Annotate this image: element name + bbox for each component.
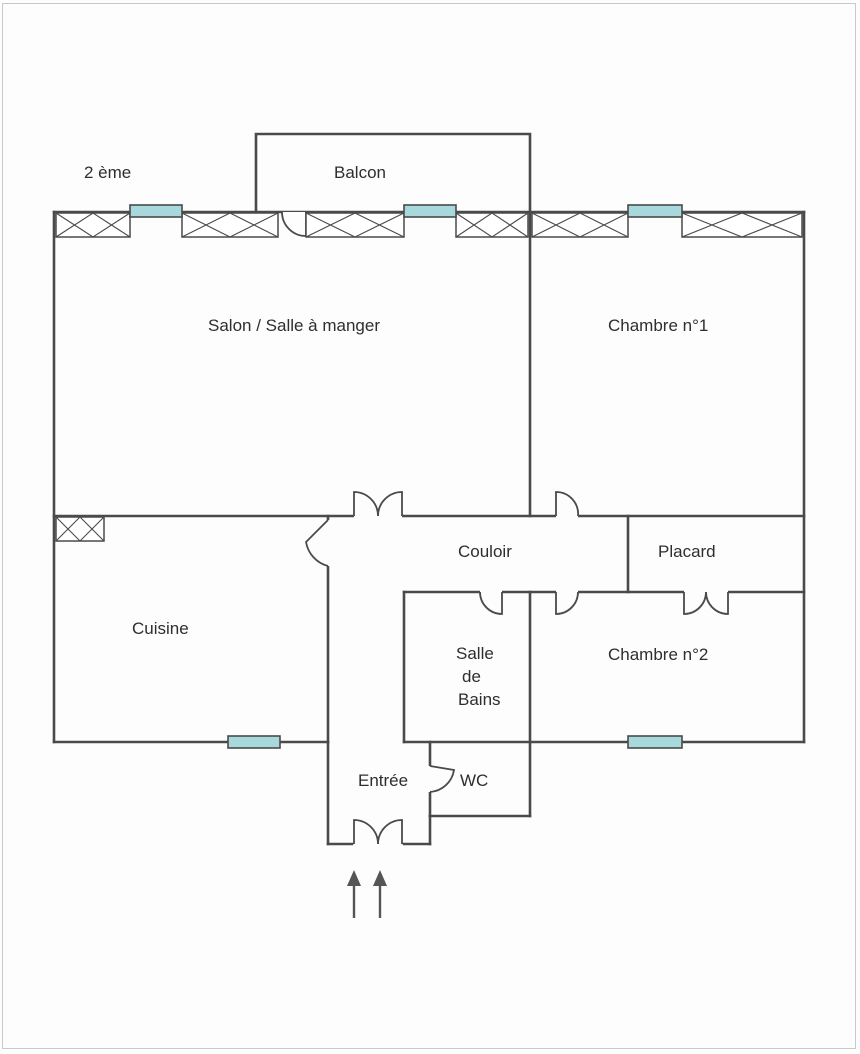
door-gaps bbox=[325, 513, 728, 847]
inner-walls bbox=[52, 210, 806, 846]
label-entree: Entrée bbox=[358, 771, 408, 790]
floor-label: 2 ème bbox=[84, 163, 131, 182]
label-placard: Placard bbox=[658, 542, 716, 561]
page-border bbox=[2, 3, 856, 1049]
balcony-walls bbox=[254, 132, 532, 214]
windows bbox=[129, 204, 683, 749]
label-cuisine: Cuisine bbox=[132, 619, 189, 638]
label-couloir: Couloir bbox=[458, 542, 512, 561]
label-salle-de-bains-line-2: de bbox=[462, 667, 481, 686]
label-salle-de-bains-line-3: Bains bbox=[458, 690, 501, 709]
entrance-arrows-icon bbox=[347, 870, 387, 918]
label-salle-de-bains-line-1: Salle bbox=[456, 644, 494, 663]
label-chambre-1: Chambre n°1 bbox=[608, 316, 708, 335]
doors bbox=[281, 211, 729, 845]
room-labels: 2 ème Balcon Salon / Salle à manger Cham… bbox=[84, 163, 716, 790]
label-balcon: Balcon bbox=[334, 163, 386, 182]
label-salon: Salon / Salle à manger bbox=[208, 316, 380, 335]
radiators bbox=[55, 212, 803, 542]
label-chambre-2: Chambre n°2 bbox=[608, 645, 708, 664]
label-wc: WC bbox=[460, 771, 488, 790]
